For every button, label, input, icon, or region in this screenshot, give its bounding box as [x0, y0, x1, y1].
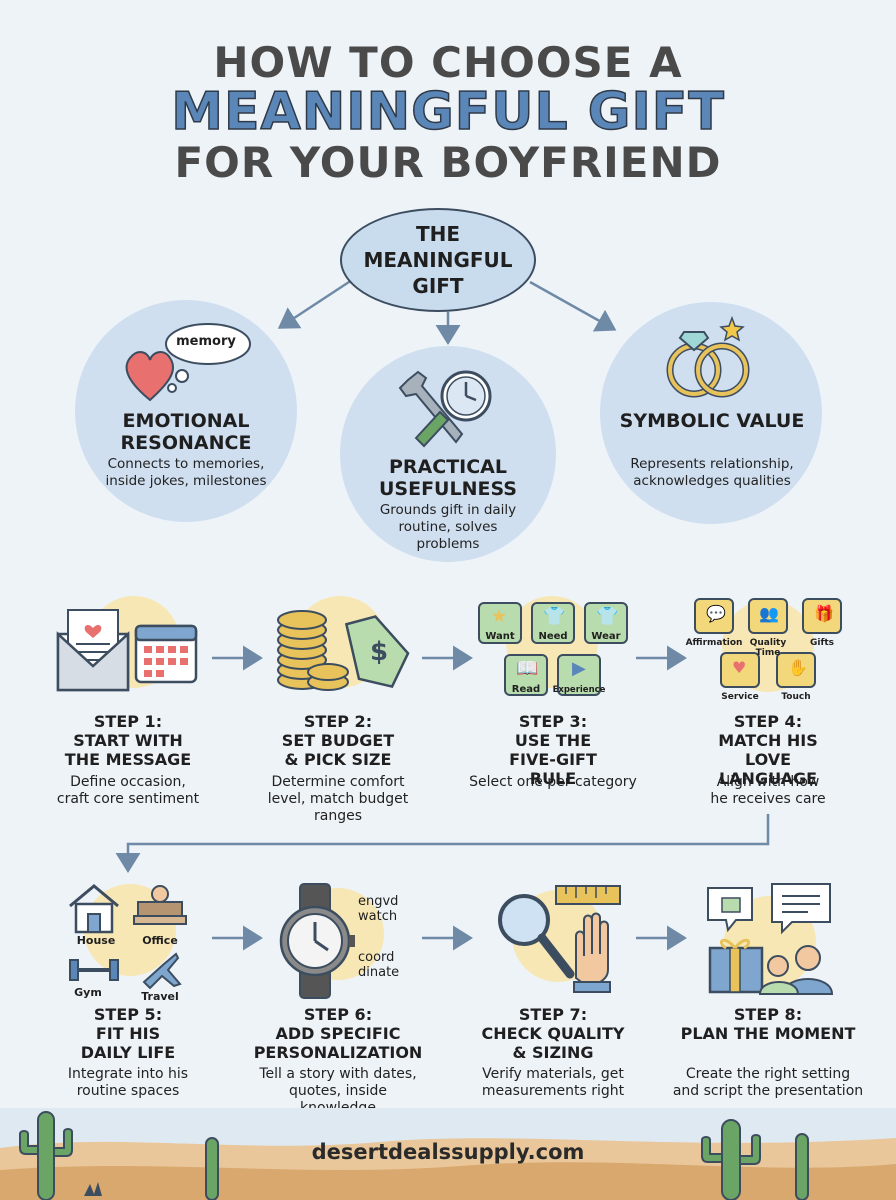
pillar-title-emotional: EMOTIONAL RESONANCE [120, 410, 252, 454]
lang-label-quality-time: Quality Time [749, 638, 787, 658]
step4-title: MATCH HIS LOVE LANGUAGE [718, 731, 818, 788]
life-label-office: Office [142, 934, 178, 947]
center-label: THE MEANINGFUL GIFT [363, 222, 513, 298]
step5-title: FIT HIS DAILY LIFE [80, 1024, 176, 1062]
need-tile: 👕 [531, 602, 575, 644]
step4-number: STEP 4: [733, 712, 803, 731]
pillar-desc-practical: Grounds gift in daily routine, solves pr… [379, 502, 517, 552]
pillar-desc-symbolic: Represents relationship, acknowledges qu… [630, 456, 794, 489]
step5-number: STEP 5: [93, 1005, 163, 1024]
footer-url[interactable]: desertdealssupply.com [311, 1140, 585, 1164]
hand-heart-icon: ♥ [732, 658, 747, 677]
daily-life-icons [69, 884, 187, 990]
pillar-circle-symbolic [600, 302, 822, 524]
title-line-1: HOW TO CHOOSE A [213, 38, 683, 87]
quality-time-tile: 👥 [748, 598, 788, 634]
svg-text:$: $ [370, 637, 388, 667]
service-tile: ♥ [720, 652, 760, 688]
wear-tile: 👕 [584, 602, 628, 644]
heart-memory-icon [125, 323, 251, 402]
magnifier-ruler-icon [498, 885, 621, 993]
rings-icon [666, 315, 750, 398]
title-line-3: FOR YOUR BOYFRIEND [174, 138, 722, 187]
title-line-2: MEANINGFUL GIFT [170, 81, 725, 143]
pillar-desc-emotional: Connects to memories, inside jokes, mile… [105, 456, 267, 489]
people-icon: 👥 [759, 604, 779, 623]
step3-title: USE THE FIVE-GIFT RULE [509, 731, 597, 788]
star-icon: ★ [491, 606, 508, 627]
coins-tag-icon: $ [277, 610, 410, 691]
step1-title: START WITH THE MESSAGE [64, 731, 192, 769]
gift-moment-icon [707, 883, 834, 995]
step2-desc: Determine comfort level, match budget ra… [267, 774, 409, 824]
pillar-title-practical: PRACTICAL USEFULNESS [378, 456, 517, 500]
tile-label-need: Need [538, 631, 568, 642]
tile-label-want: Want [485, 631, 515, 642]
step7-title: CHECK QUALITY & SIZING [481, 1024, 625, 1062]
step3-desc: Select one per category [469, 774, 637, 790]
watch-label-coordinate: coord dinate [358, 950, 400, 980]
step8-title: PLAN THE MOMENT [680, 1024, 856, 1043]
step1-number: STEP 1: [93, 712, 163, 731]
life-label-house: House [76, 934, 116, 947]
lang-label-service: Service [721, 692, 759, 702]
hand-icon: ✋ [788, 658, 808, 677]
touch-tile: ✋ [776, 652, 816, 688]
step3-number: STEP 3: [518, 712, 588, 731]
step5-desc: Integrate into his routine spaces [67, 1066, 189, 1099]
want-tile: ★ [478, 602, 522, 644]
lang-label-touch: Touch [781, 692, 811, 702]
lang-label-affirmation: Affirmation [685, 638, 743, 648]
tile-label-read: Read [511, 684, 541, 695]
center-oval: THE MEANINGFUL GIFT [340, 208, 536, 312]
step2-title: SET BUDGET & PICK SIZE [281, 731, 395, 769]
experience-tile: ▶ [557, 654, 601, 696]
gift-icon: 🎁 [814, 604, 834, 623]
read-tile: 📖 [504, 654, 548, 696]
step6-title: ADD SPECIFIC PERSONALIZATION [253, 1024, 423, 1062]
step7-number: STEP 7: [518, 1005, 588, 1024]
watch-icon [279, 883, 355, 999]
step8-number: STEP 8: [733, 1005, 803, 1024]
tile-label-experience: Experience [552, 685, 606, 695]
pillar-title-symbolic: SYMBOLIC VALUE [619, 410, 805, 432]
tile-label-wear: Wear [591, 631, 621, 642]
shirt-icon: 👕 [596, 606, 619, 627]
book-icon: 📖 [516, 658, 539, 679]
watch-label-engraved: engvd watch [358, 894, 399, 924]
step8-desc: Create the right setting and script the … [672, 1066, 864, 1099]
life-label-travel: Travel [141, 990, 179, 1003]
memory-bubble-text: memory [176, 334, 236, 349]
step6-number: STEP 6: [303, 1005, 373, 1024]
gifts-tile: 🎁 [802, 598, 842, 634]
step7-desc: Verify materials, get measurements right [481, 1066, 625, 1099]
desert-footer [0, 1108, 896, 1200]
play-icon: ▶ [572, 658, 586, 679]
chat-icon: 💬 [706, 604, 726, 623]
life-label-gym: Gym [74, 986, 102, 999]
step4-desc: Align with how he receives care [710, 774, 826, 807]
affirmation-tile: 💬 [694, 598, 734, 634]
lang-label-gifts: Gifts [809, 638, 835, 648]
envelope-calendar-icon [56, 609, 198, 692]
wrench-clock-icon [398, 370, 492, 448]
step1-desc: Define occasion, craft core sentiment [56, 774, 200, 807]
step2-number: STEP 2: [303, 712, 373, 731]
shirt-icon: 👕 [543, 606, 566, 627]
